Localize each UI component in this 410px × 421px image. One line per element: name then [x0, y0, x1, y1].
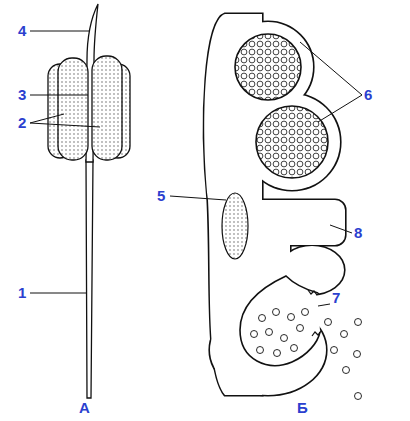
pollen-sac: [256, 106, 328, 178]
pollen-grain: [355, 393, 362, 400]
callout-number: 7: [332, 290, 340, 305]
pollen-grain: [257, 347, 264, 354]
pollen-grain: [354, 351, 361, 358]
pollen-grain: [274, 350, 281, 357]
pollen-grain: [325, 319, 332, 326]
torn-edge: [308, 290, 319, 295]
loose-pollen: [251, 309, 362, 400]
locule-wall: [244, 94, 340, 190]
callout-number: 6: [364, 87, 372, 102]
leader-line: [30, 123, 100, 127]
stamen: [48, 4, 130, 398]
section-fill: [204, 14, 345, 395]
vascular-bundle: [222, 193, 248, 259]
pollen-grain: [355, 319, 362, 326]
leader-line: [30, 293, 87, 294]
open-cavity-fill: [240, 276, 320, 365]
leader-line: [318, 304, 330, 306]
leader-line: [30, 95, 88, 96]
filament: [86, 160, 93, 398]
anther-lobe: [58, 58, 88, 160]
leader-line: [330, 225, 352, 233]
pollen-grain: [273, 309, 280, 316]
callout-number: 8: [354, 225, 362, 240]
leader-line: [170, 196, 226, 200]
leader-line: [300, 42, 362, 95]
callout-number: 2: [18, 115, 26, 130]
pollen-grain: [343, 367, 350, 374]
leader-line: [30, 31, 89, 32]
figure-letter: А: [79, 400, 90, 415]
leader-line: [318, 95, 362, 122]
pollen-grain: [331, 347, 338, 354]
pollen-grain: [291, 345, 298, 352]
leader-line: [30, 114, 64, 123]
pollen-grain: [251, 331, 258, 338]
pollen-grain: [281, 335, 288, 342]
leader-lines-a: [30, 31, 100, 293]
callout-number: 4: [18, 23, 26, 38]
open-cavity: [240, 276, 320, 365]
callout-number: 1: [18, 285, 26, 300]
torn-edge: [312, 331, 321, 336]
pollen-grain: [341, 331, 348, 338]
pollen-grain: [288, 314, 295, 321]
pollen-grain: [259, 315, 266, 322]
pollen-grain: [297, 325, 304, 332]
anther-lobe: [92, 56, 122, 160]
pollen-sac: [235, 34, 301, 100]
section-outline: [204, 14, 345, 395]
locule-wall-fill: [244, 94, 340, 190]
figure-letter: Б: [297, 400, 308, 415]
leader-lines-b: [170, 42, 362, 306]
callout-number: 5: [157, 188, 165, 203]
pollen-grain: [302, 309, 309, 316]
pollen-grain: [266, 329, 273, 336]
callout-number: 3: [18, 87, 26, 102]
